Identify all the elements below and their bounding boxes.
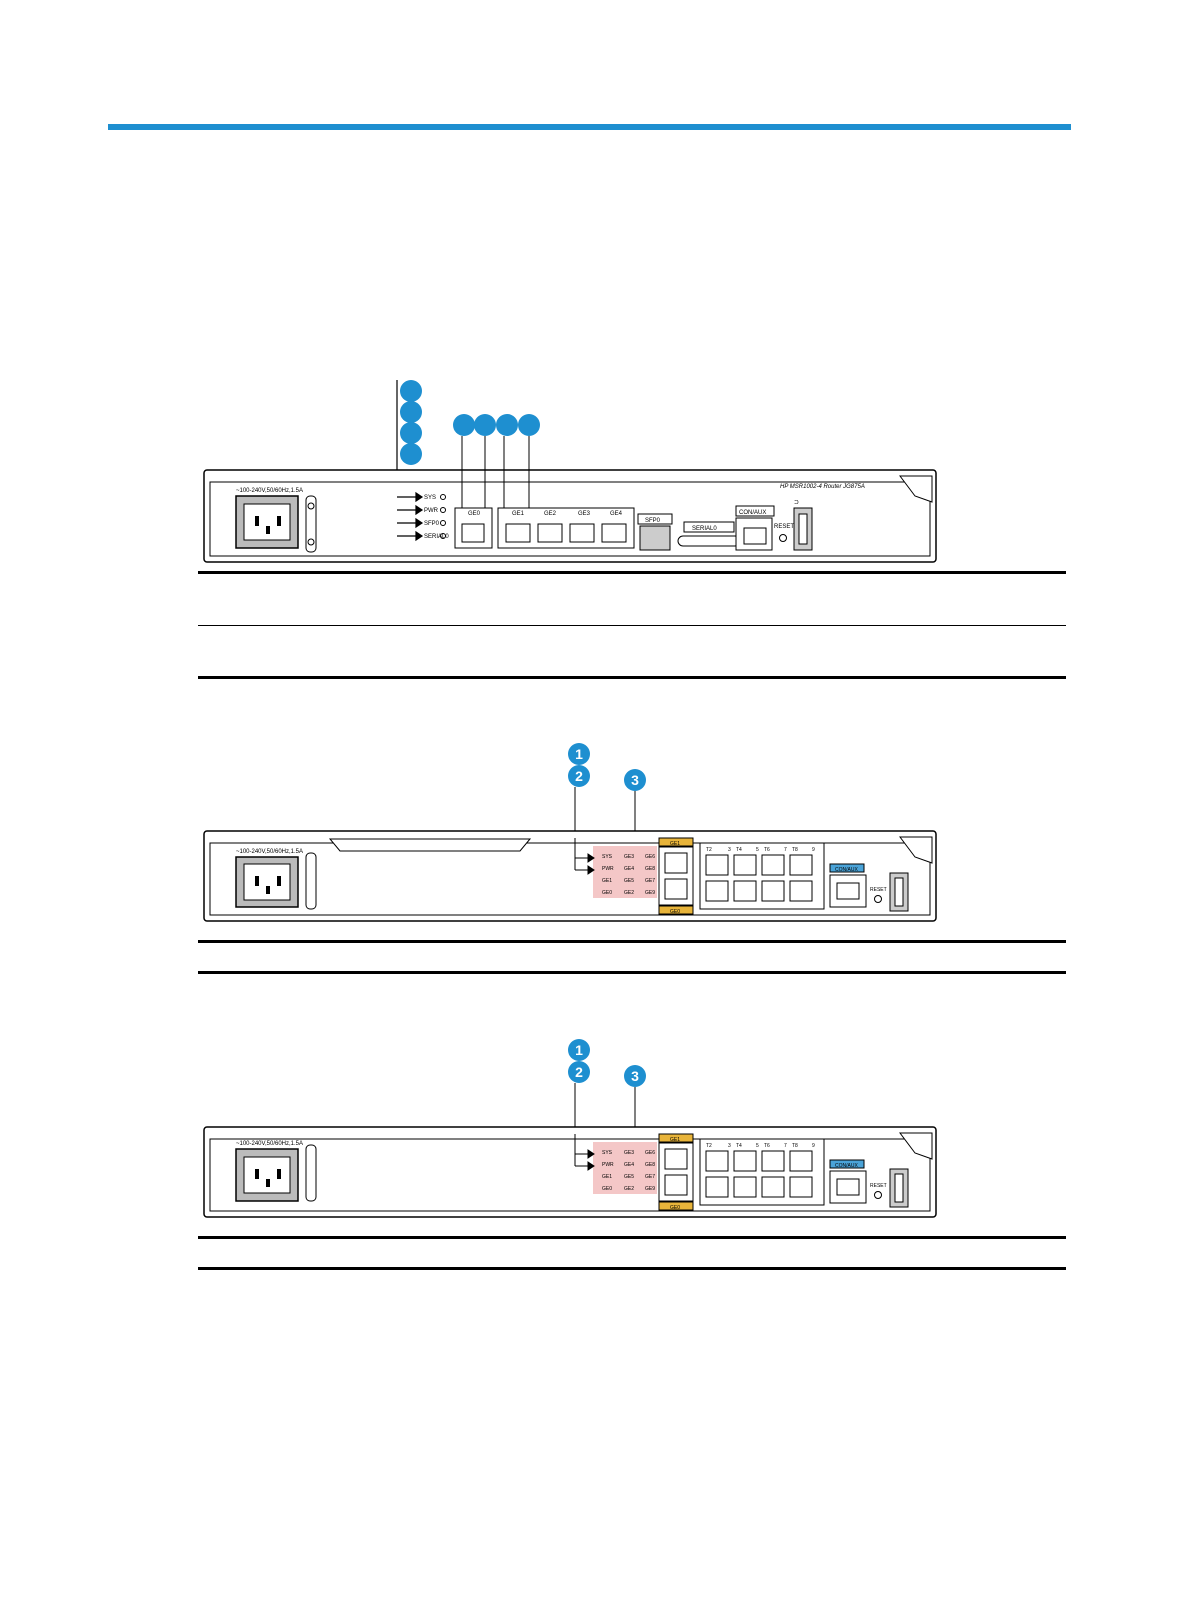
svg-text:GE1: GE1 <box>602 878 612 884</box>
svg-text:GE6: GE6 <box>645 854 655 860</box>
led-serial0-label: SERIAL0 <box>424 534 449 540</box>
svg-text:GE1: GE1 <box>670 841 680 847</box>
callout-3 <box>624 769 646 791</box>
table-rule <box>198 971 1066 974</box>
svg-text:T8: T8 <box>792 847 798 853</box>
svg-text:SYS: SYS <box>602 854 613 860</box>
header-accent-bar <box>108 124 1071 130</box>
svg-text:PWR: PWR <box>602 866 614 872</box>
svg-text:GE1: GE1 <box>602 1174 612 1180</box>
callout-3 <box>400 422 422 444</box>
svg-text:GE3: GE3 <box>624 854 634 860</box>
svg-text:9: 9 <box>812 847 815 853</box>
svg-text:GE5: GE5 <box>624 878 634 884</box>
svg-text:3: 3 <box>728 1143 731 1149</box>
callout-2 <box>400 401 422 423</box>
svg-text:SERIAL0: SERIAL0 <box>692 526 717 532</box>
svg-text:GE4: GE4 <box>624 1162 634 1168</box>
router-front-panel-figure-3: 1 2 3 ~100-240V,50/60Hz,1.5A SYS PWR GE1… <box>203 1039 937 1218</box>
svg-text:T4: T4 <box>736 847 742 853</box>
svg-text:GE4: GE4 <box>624 866 634 872</box>
svg-text:5: 5 <box>756 1143 759 1149</box>
svg-text:9: 9 <box>812 1143 815 1149</box>
callout-1 <box>400 380 422 402</box>
usb-icon: ⮊ <box>794 499 799 506</box>
svg-text:T2: T2 <box>706 847 712 853</box>
svg-text:CON/AUX: CON/AUX <box>739 510 766 516</box>
table-rule <box>198 625 1066 626</box>
router-front-panel-figure-1: HP MSR1002-4 Router JG875A ~100-240V,50/… <box>203 380 937 563</box>
svg-text:GE8: GE8 <box>645 866 655 872</box>
svg-text:SYS: SYS <box>602 1150 613 1156</box>
svg-text:PWR: PWR <box>602 1162 614 1168</box>
svg-text:GE4: GE4 <box>610 511 623 517</box>
svg-text:GE1: GE1 <box>670 1137 680 1143</box>
table-rule <box>198 676 1066 679</box>
callout-3 <box>624 1065 646 1087</box>
svg-text:GE2: GE2 <box>624 890 634 896</box>
callout-4 <box>400 443 422 465</box>
svg-text:GE0: GE0 <box>602 890 612 896</box>
callout-1 <box>568 743 590 765</box>
svg-text:5: 5 <box>756 847 759 853</box>
callout-2 <box>568 1061 590 1083</box>
svg-text:3: 3 <box>631 772 639 788</box>
table-rule <box>198 571 1066 574</box>
svg-text:GE9: GE9 <box>645 890 655 896</box>
power-label: ~100-240V,50/60Hz,1.5A <box>236 849 303 855</box>
table-rule <box>198 1236 1066 1239</box>
svg-text:GE0: GE0 <box>670 1205 680 1211</box>
callout-1 <box>568 1039 590 1061</box>
svg-text:GE0: GE0 <box>602 1186 612 1192</box>
router-front-panel-figure-2: 1 2 3 ~100-240V,50/60Hz,1.5A SYS PWR GE1… <box>203 743 937 922</box>
svg-text:GE7: GE7 <box>645 878 655 884</box>
svg-text:GE2: GE2 <box>624 1186 634 1192</box>
callout-6 <box>474 414 496 436</box>
svg-text:T6: T6 <box>764 847 770 853</box>
svg-text:2: 2 <box>575 1064 583 1080</box>
power-label: ~100-240V,50/60Hz,1.5A <box>236 1141 303 1147</box>
callout-7 <box>496 414 518 436</box>
svg-text:GE5: GE5 <box>624 1174 634 1180</box>
svg-text:GE7: GE7 <box>645 1174 655 1180</box>
svg-text:T6: T6 <box>764 1143 770 1149</box>
svg-text:RESET: RESET <box>774 524 794 530</box>
svg-text:3: 3 <box>728 847 731 853</box>
svg-text:GE0: GE0 <box>670 909 680 915</box>
callout-2 <box>568 765 590 787</box>
svg-text:7: 7 <box>784 1143 787 1149</box>
svg-text:1: 1 <box>575 746 583 762</box>
svg-text:GE0: GE0 <box>468 511 481 517</box>
svg-text:T8: T8 <box>792 1143 798 1149</box>
callout-5 <box>453 414 475 436</box>
table-rule <box>198 940 1066 943</box>
svg-text:CON/AUX: CON/AUX <box>835 867 858 873</box>
led-sfp0-label: SFP0 <box>424 521 440 527</box>
svg-text:GE6: GE6 <box>645 1150 655 1156</box>
svg-text:RESET: RESET <box>870 1183 887 1189</box>
svg-text:CON/AUX: CON/AUX <box>835 1163 858 1169</box>
svg-text:1: 1 <box>575 1042 583 1058</box>
svg-text:GE3: GE3 <box>578 511 591 517</box>
svg-text:T2: T2 <box>706 1143 712 1149</box>
table-rule <box>198 1267 1066 1270</box>
svg-text:GE3: GE3 <box>624 1150 634 1156</box>
svg-text:GE1: GE1 <box>512 511 525 517</box>
svg-text:T4: T4 <box>736 1143 742 1149</box>
svg-text:7: 7 <box>784 847 787 853</box>
brand-label: HP MSR1002-4 Router JG875A <box>780 484 865 490</box>
led-sys-label: SYS <box>424 495 436 501</box>
svg-text:GE8: GE8 <box>645 1162 655 1168</box>
svg-text:GE9: GE9 <box>645 1186 655 1192</box>
svg-text:RESET: RESET <box>870 887 887 893</box>
power-label: ~100-240V,50/60Hz,1.5A <box>236 488 303 494</box>
svg-text:SFP0: SFP0 <box>645 518 661 524</box>
svg-text:3: 3 <box>631 1068 639 1084</box>
svg-text:GE2: GE2 <box>544 511 557 517</box>
callout-8 <box>518 414 540 436</box>
led-pwr-label: PWR <box>424 508 439 514</box>
svg-text:2: 2 <box>575 768 583 784</box>
